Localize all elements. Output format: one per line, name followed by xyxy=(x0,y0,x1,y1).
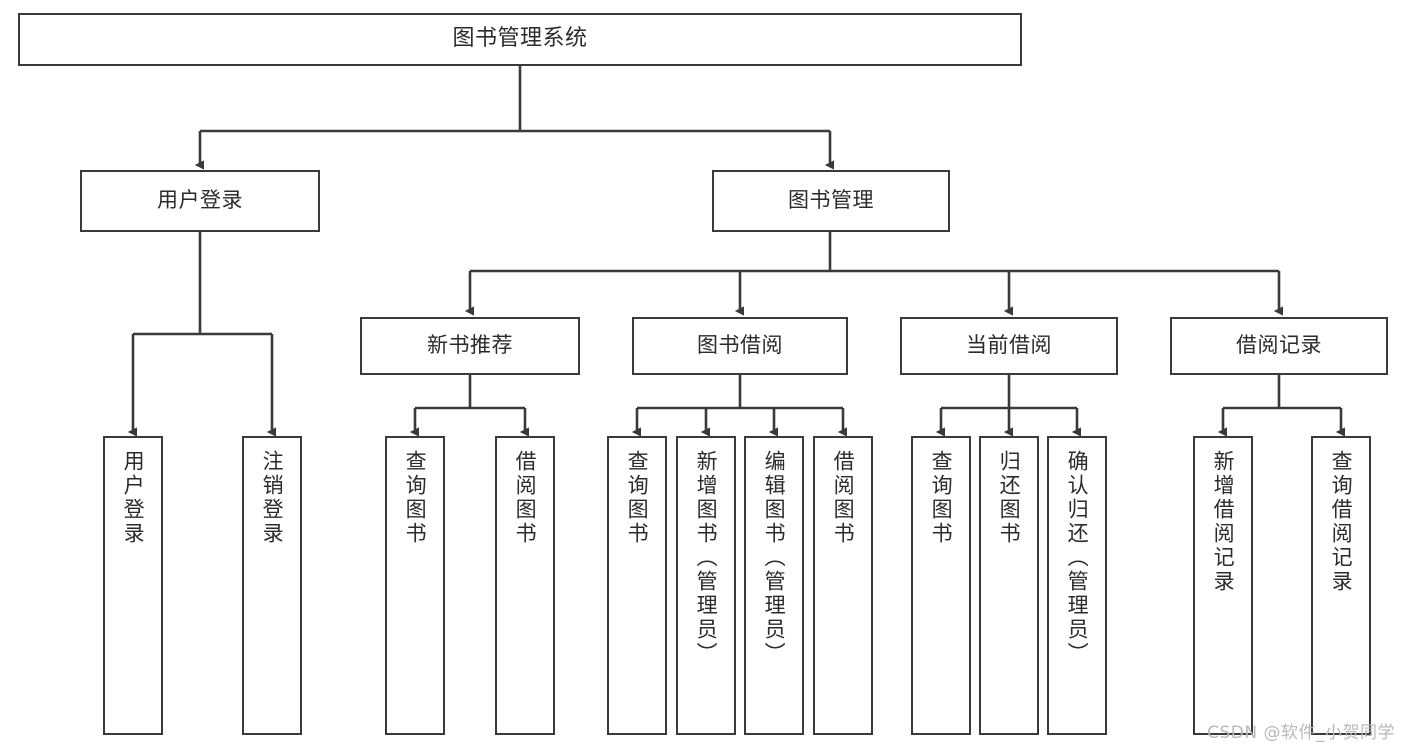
node-label: 图书借阅 xyxy=(697,333,783,358)
node-current-borrowing[interactable]: 当前借阅 xyxy=(900,317,1118,375)
node-leaf-add-borrow-record[interactable]: 新增借阅记录 xyxy=(1193,436,1253,735)
node-leaf-add-book-admin[interactable]: 新增图书（管理员） xyxy=(676,436,736,735)
node-borrowing-record[interactable]: 借阅记录 xyxy=(1170,317,1388,375)
node-book-management[interactable]: 图书管理 xyxy=(712,170,950,232)
node-leaf-borrow-book-recommend[interactable]: 借阅图书 xyxy=(495,436,555,735)
node-leaf-query-book-recommend[interactable]: 查询图书 xyxy=(385,436,445,735)
node-label: 归还图书 xyxy=(997,450,1022,546)
node-label: 借阅图书 xyxy=(513,450,538,546)
node-leaf-borrow-book[interactable]: 借阅图书 xyxy=(813,436,873,735)
node-label: 新书推荐 xyxy=(427,333,513,358)
node-user-login[interactable]: 用户登录 xyxy=(80,170,320,232)
node-label: 用户登录 xyxy=(121,450,146,546)
node-label: 图书管理 xyxy=(788,188,874,213)
node-label: 借阅记录 xyxy=(1236,333,1322,358)
node-leaf-edit-book-admin[interactable]: 编辑图书（管理员） xyxy=(744,436,804,735)
node-label: 查询图书 xyxy=(403,450,428,546)
node-label: 借阅图书 xyxy=(831,450,856,546)
node-label: 确认归还（管理员） xyxy=(1065,450,1090,666)
csdn-watermark: CSDN @软件_小贺同学 xyxy=(1207,723,1395,743)
node-label: 查询图书 xyxy=(625,450,650,546)
node-leaf-return-book[interactable]: 归还图书 xyxy=(979,436,1039,735)
node-label: 新增借阅记录 xyxy=(1211,450,1236,594)
node-new-book-recommendation[interactable]: 新书推荐 xyxy=(360,317,580,375)
node-leaf-query-book-borrow[interactable]: 查询图书 xyxy=(607,436,667,735)
node-label: 当前借阅 xyxy=(966,333,1052,358)
node-leaf-query-borrow-record[interactable]: 查询借阅记录 xyxy=(1311,436,1371,735)
node-leaf-logout[interactable]: 注销登录 xyxy=(242,436,302,735)
node-label: 查询借阅记录 xyxy=(1329,450,1354,594)
node-label: 编辑图书（管理员） xyxy=(762,450,787,666)
node-book-borrowing[interactable]: 图书借阅 xyxy=(632,317,848,375)
node-leaf-confirm-return-admin[interactable]: 确认归还（管理员） xyxy=(1047,436,1107,735)
node-root-system[interactable]: 图书管理系统 xyxy=(18,13,1022,66)
node-label: 用户登录 xyxy=(157,188,243,213)
node-label: 查询图书 xyxy=(929,450,954,546)
node-label: 注销登录 xyxy=(260,450,285,546)
node-leaf-user-login[interactable]: 用户登录 xyxy=(103,436,163,735)
node-label: 图书管理系统 xyxy=(452,26,588,52)
node-label: 新增图书（管理员） xyxy=(694,450,719,666)
node-leaf-query-book-current[interactable]: 查询图书 xyxy=(911,436,971,735)
